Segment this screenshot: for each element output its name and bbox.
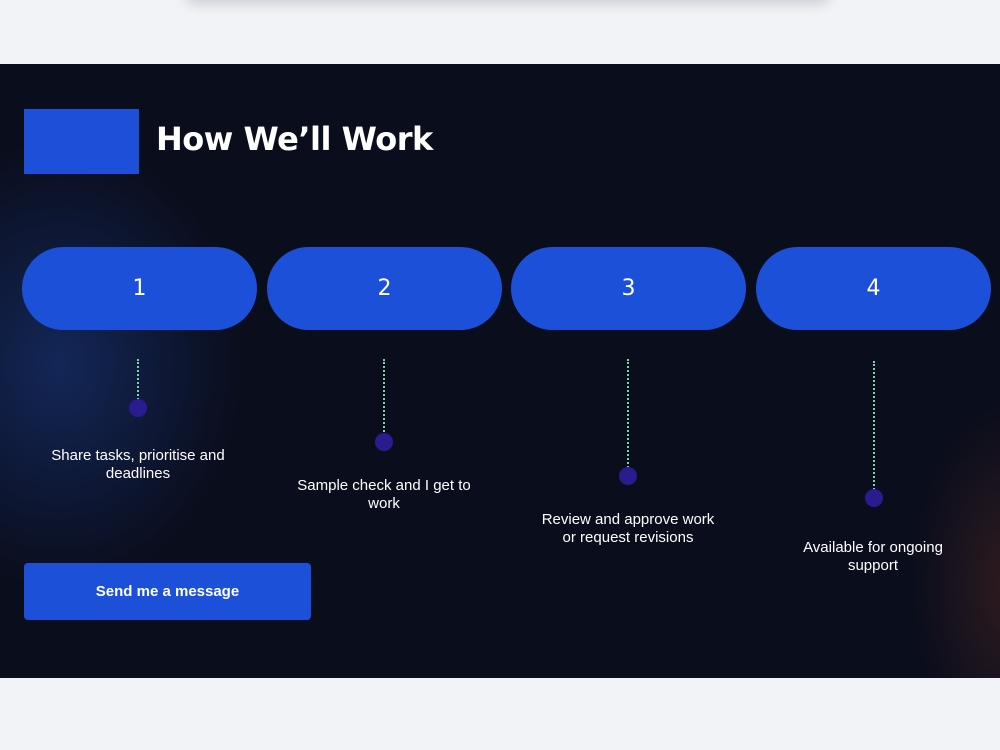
accent-block bbox=[24, 109, 139, 174]
how-we-work-section: How We’ll Work 1 Share tasks, prioritise… bbox=[0, 64, 1000, 678]
step-text-1: Share tasks, prioritise and deadlines bbox=[51, 447, 225, 482]
step-text-3: Review and approve work or request revis… bbox=[541, 511, 715, 546]
send-message-button[interactable]: Send me a message bbox=[24, 563, 311, 620]
section-title: How We’ll Work bbox=[156, 120, 433, 158]
step-text-4: Available for ongoing support bbox=[803, 539, 943, 574]
step-text-2: Sample check and I get to work bbox=[297, 477, 471, 512]
step-pill-2: 2 bbox=[267, 247, 502, 330]
step-connector-2 bbox=[383, 359, 385, 439]
step-pill-4: 4 bbox=[756, 247, 991, 330]
step-dot-3 bbox=[619, 467, 637, 485]
step-dot-4 bbox=[865, 489, 883, 507]
step-connector-1 bbox=[137, 359, 139, 404]
step-connector-3 bbox=[627, 359, 629, 472]
step-connector-4 bbox=[873, 361, 875, 494]
step-pill-1: 1 bbox=[22, 247, 257, 330]
step-dot-1 bbox=[129, 399, 147, 417]
step-pill-3: 3 bbox=[511, 247, 746, 330]
step-dot-2 bbox=[375, 433, 393, 451]
